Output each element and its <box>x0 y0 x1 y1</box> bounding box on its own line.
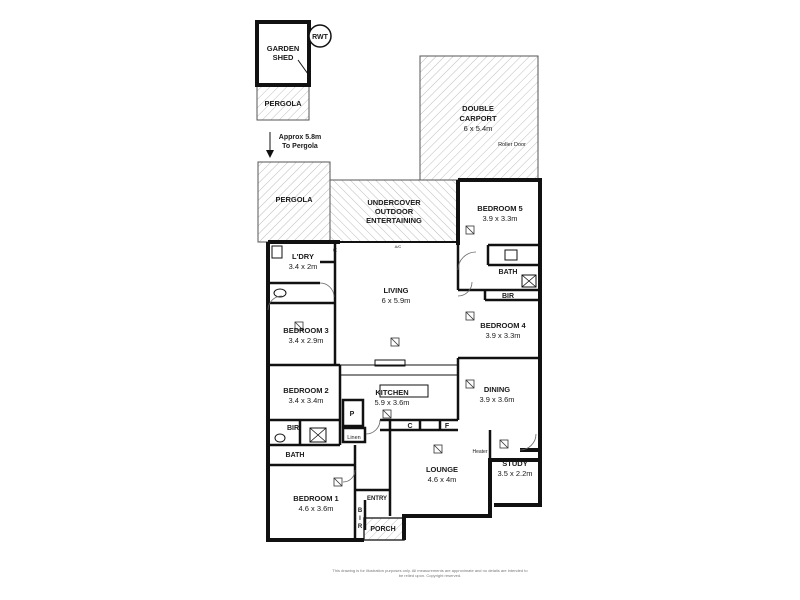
bedroom3-dims: 3.4 x 2.9m <box>288 336 323 345</box>
bath-right-label: BATH <box>499 269 518 276</box>
linen-label: Linen <box>347 435 360 441</box>
undercover-label-2: OUTDOOR <box>375 207 414 216</box>
approx-label-1: Approx 5.8m <box>279 134 321 141</box>
toilet-icon-2 <box>274 433 286 443</box>
pergola-top-label: PERGOLA <box>264 99 302 108</box>
bir-left-label: BIR <box>287 425 299 432</box>
laundry-cupboard-label: C <box>333 248 337 254</box>
bath-left-label: BATH <box>286 452 305 459</box>
entry-label: ENTRY <box>367 496 387 502</box>
undercover-label-1: UNDERCOVER <box>367 198 421 207</box>
kitchen-bench <box>339 364 459 376</box>
garden-shed-label-1: GARDEN <box>267 44 300 53</box>
cupboard-f-label: F <box>445 423 450 430</box>
bedroom3-label: BEDROOM 3 <box>283 326 328 335</box>
heater-label: Heater <box>472 449 487 455</box>
arrow-down-icon <box>266 150 274 158</box>
bedroom4-label: BEDROOM 4 <box>480 321 526 330</box>
kitchen-label: KITCHEN <box>375 388 408 397</box>
house-walls <box>266 178 542 542</box>
study-label: STUDY <box>502 459 527 468</box>
carport-label-2: CARPORT <box>459 114 497 123</box>
dining-dims: 3.9 x 3.6m <box>479 395 514 404</box>
lounge-label: LOUNGE <box>426 465 458 474</box>
carport-label-1: DOUBLE <box>462 104 494 113</box>
carport-dims: 6 x 5.4m <box>464 124 493 133</box>
bedroom4-dims: 3.9 x 3.3m <box>485 331 520 340</box>
garden-shed-walls <box>255 20 311 87</box>
garden-shed-label-2: SHED <box>273 53 294 62</box>
shower-icon-2 <box>521 274 537 288</box>
bedroom1-dims: 4.6 x 3.6m <box>298 504 333 513</box>
pergola-label: PERGOLA <box>275 195 313 204</box>
laundry-label: L'DRY <box>292 252 314 261</box>
interior-walls <box>268 242 540 540</box>
laundry-tub <box>271 245 283 259</box>
dining-label: DINING <box>484 385 510 394</box>
roller-door-label: Roller Door <box>498 142 526 148</box>
door-swings <box>267 251 537 483</box>
cupboard-c-label: C <box>407 423 412 430</box>
light-fittings <box>294 225 509 487</box>
living-dims: 6 x 5.9m <box>382 296 411 305</box>
bedroom2-dims: 3.4 x 3.4m <box>288 396 323 405</box>
double-carport-area <box>419 55 539 181</box>
toilet-icon <box>273 288 287 298</box>
bir-right-label: BIR <box>502 293 514 300</box>
living-label: LIVING <box>383 286 408 295</box>
bedroom5-dims: 3.9 x 3.3m <box>482 214 517 223</box>
pantry-label: P <box>350 411 355 418</box>
undercover-label-3: ENTERTAINING <box>366 216 422 225</box>
bedroom2-label: BEDROOM 2 <box>283 386 328 395</box>
undercover-area <box>329 179 459 243</box>
porch-label: PORCH <box>370 526 395 533</box>
bedroom1-label: BEDROOM 1 <box>293 494 338 503</box>
kitchen-island-2 <box>379 384 429 398</box>
bath-sink-icon <box>504 249 518 261</box>
rwt-tank <box>308 24 332 48</box>
shower-icon <box>309 427 327 443</box>
bir-b1-i: I <box>359 516 361 522</box>
pergola-area <box>257 161 331 243</box>
rwt-label: RWT <box>312 34 329 41</box>
kitchen-dims: 5.9 x 3.6m <box>374 398 409 407</box>
bedroom5-label: BEDROOM 5 <box>477 204 522 213</box>
pergola-top-area <box>256 84 310 121</box>
bir-b1-b: B <box>358 508 363 514</box>
disclaimer-text: This drawing is for illustration purpose… <box>332 568 528 578</box>
ac-label: A/C <box>395 244 402 249</box>
approx-label-2: To Pergola <box>282 143 318 150</box>
laundry-dims: 3.4 x 2m <box>289 262 318 271</box>
kitchen-island <box>374 359 406 367</box>
study-dims: 3.5 x 2.2m <box>497 469 532 478</box>
bir-b1-r: R <box>358 524 363 530</box>
lounge-dims: 4.6 x 4m <box>428 475 457 484</box>
